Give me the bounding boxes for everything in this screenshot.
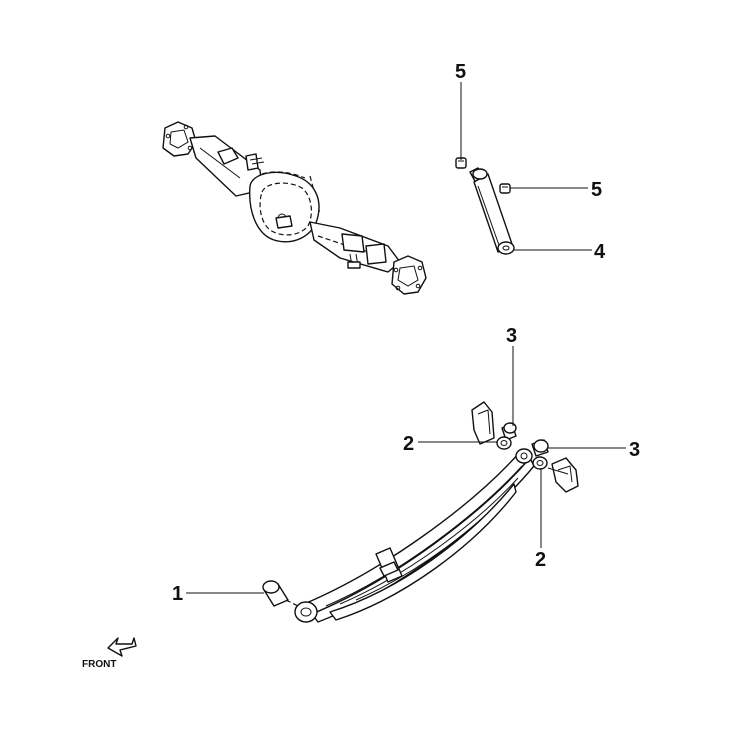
- arrow-down-left-icon: [107, 637, 137, 657]
- front-direction-indicator: FRONT: [82, 637, 137, 670]
- callout-3-right: 3: [629, 439, 640, 461]
- leaf-spring-stack: [303, 451, 535, 623]
- shackle-bolt: [547, 467, 569, 475]
- lower-mounting-nut: [499, 183, 511, 194]
- shock-lower-eye: [497, 241, 515, 255]
- rear-spring-eye: [515, 448, 533, 464]
- shackle-bushing-upper: [501, 422, 517, 441]
- shackle-plate-lower: [551, 457, 579, 493]
- callout-5-upper: 5: [455, 61, 466, 83]
- front-spring-eye: [294, 601, 318, 623]
- right-spring-seat: [341, 233, 387, 269]
- spring-bushing-upper: [496, 436, 512, 450]
- left-hub-flange: [162, 121, 197, 157]
- shackle-bushing-right: [531, 439, 549, 457]
- front-label: FRONT: [82, 659, 116, 670]
- left-spring-seat: [217, 147, 265, 171]
- leader-lines: [186, 82, 626, 594]
- leaf-spring-assembly: [262, 401, 579, 623]
- center-clamp: [375, 547, 403, 583]
- callout-5-side: 5: [591, 179, 602, 201]
- shackle-plate-upper: [471, 401, 495, 445]
- callout-2-left: 2: [403, 433, 414, 455]
- spring-bushing-lower: [532, 456, 548, 470]
- callout-3-upper: 3: [506, 325, 517, 347]
- callout-2-lower: 2: [535, 549, 546, 571]
- callout-labels: 5 5 4 3 2 3 2 1: [172, 61, 640, 605]
- callout-4: 4: [594, 241, 606, 263]
- bushing-alignment-line: [285, 599, 299, 607]
- differential-housing: [249, 171, 320, 243]
- rear-axle-assembly: [162, 121, 427, 295]
- right-hub-flange: [391, 255, 427, 295]
- shock-upper-eye: [472, 168, 488, 180]
- shock-absorber: [455, 157, 515, 255]
- callout-1: 1: [172, 583, 183, 605]
- front-eye-bushing: [262, 580, 289, 607]
